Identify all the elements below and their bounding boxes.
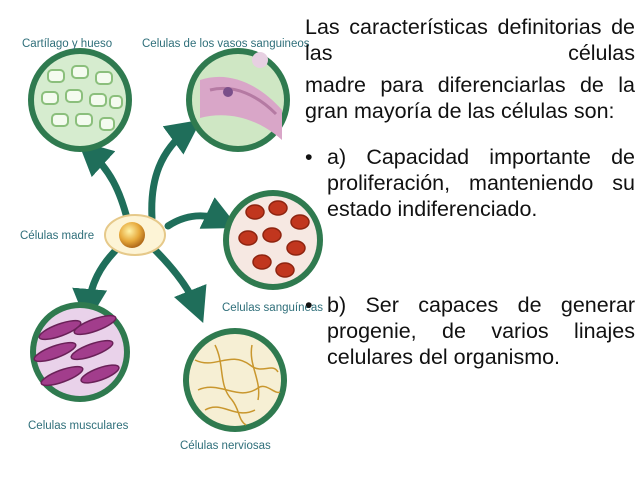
label-vessels: Celulas de los vasos sanguineos [142, 38, 310, 50]
bullet-b-text: b) Ser capaces de generar progenie, de v… [327, 293, 635, 369]
label-nerve: Células nerviosas [180, 440, 271, 452]
label-muscle: Celulas musculares [28, 420, 129, 432]
bullet-a-text: a) Capacidad importante de proliferación… [327, 145, 635, 221]
vessel-cell-illustration [186, 48, 290, 152]
slide-text: Las características definitorias de las … [305, 14, 635, 370]
intro-line-1: Las características definitorias de las … [305, 15, 635, 65]
bullet-b: • b) Ser capaces de generar progenie, de… [305, 292, 635, 370]
label-cartilage: Cartílago y hueso [22, 38, 113, 50]
cartilage-cell-illustration [28, 48, 132, 152]
arrow-to-nerve [151, 246, 207, 323]
arrow-to-blood [164, 197, 239, 230]
label-stem: Células madre [20, 230, 95, 242]
arrow-to-vessels [148, 119, 202, 222]
arrow-to-muscle [72, 242, 124, 324]
label-blood: Celulas sanguíneas [222, 302, 324, 314]
bullet-a-symbol: • [305, 145, 313, 169]
bullet-b-symbol: • [305, 293, 313, 317]
muscle-cell-illustration [30, 302, 130, 402]
arrows [72, 119, 239, 324]
nerve-cell-illustration [183, 328, 287, 432]
stem-cell-diagram [28, 48, 323, 432]
intro-line-2: madre para diferenciarlas de la gran may… [305, 73, 635, 123]
stem-cell-illustration [104, 214, 166, 256]
blood-cell-illustration [223, 190, 323, 290]
bullet-a: • a) Capacidad importante de proliferaci… [305, 144, 635, 222]
arrow-to-cartilage [77, 140, 132, 226]
